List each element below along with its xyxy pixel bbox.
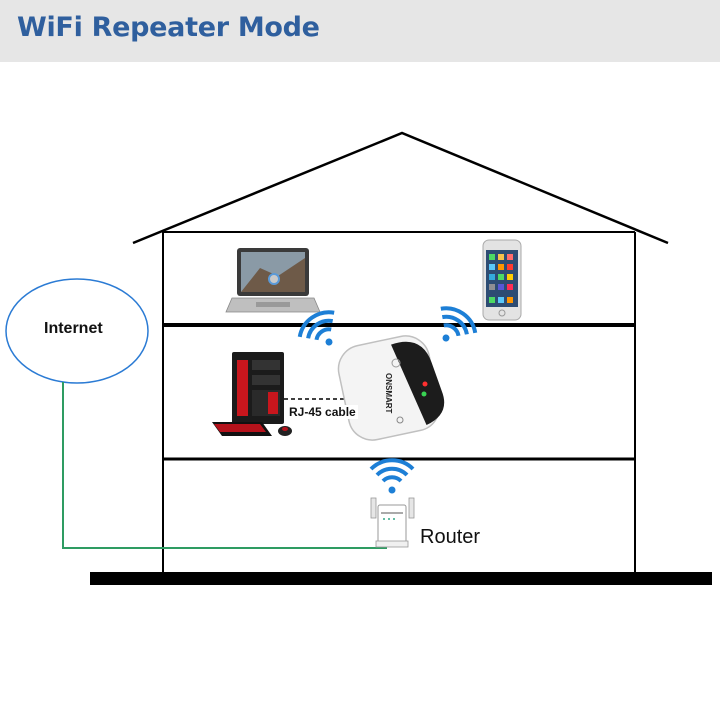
desktop-pc-icon bbox=[212, 352, 292, 436]
wifi-repeater-icon bbox=[337, 335, 445, 441]
page-title: WiFi Repeater Mode bbox=[17, 12, 320, 43]
repeater-brand-label: ONSMART bbox=[384, 373, 393, 414]
rj45-cable-label: RJ-45 cable bbox=[287, 405, 358, 419]
router-label: Router bbox=[420, 526, 481, 548]
laptop-icon bbox=[225, 248, 321, 313]
ground-line bbox=[90, 572, 712, 585]
wifi-signal-icon bbox=[369, 458, 415, 494]
house-outline bbox=[132, 131, 669, 572]
internet-cable bbox=[62, 382, 387, 549]
router-icon bbox=[370, 497, 415, 548]
wifi-signal-icon bbox=[297, 310, 335, 346]
internet-circle bbox=[5, 278, 149, 384]
wifi-signal-icon bbox=[440, 306, 478, 342]
title-banner: WiFi Repeater Mode bbox=[0, 0, 720, 62]
internet-label: Internet bbox=[44, 320, 103, 337]
smartphone-icon bbox=[482, 239, 522, 321]
